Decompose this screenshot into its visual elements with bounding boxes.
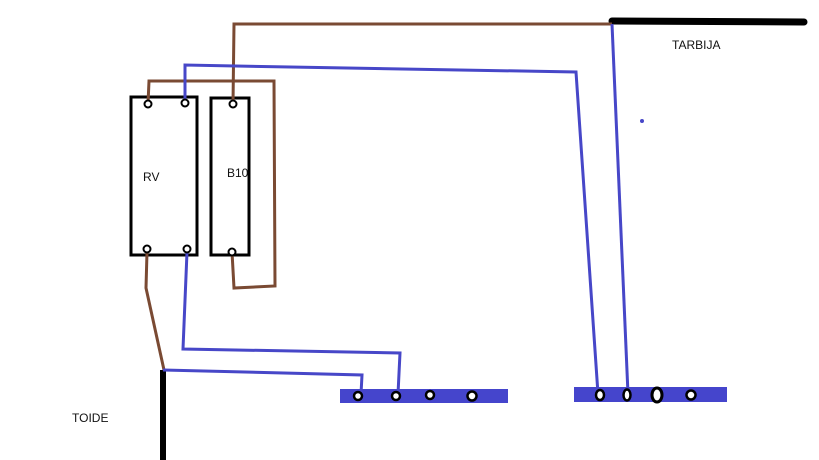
blue-wire-tarbija-to-terminal-right bbox=[610, 23, 630, 395]
toide-label: TOIDE bbox=[72, 411, 109, 425]
terminal-right-screw-3 bbox=[650, 386, 664, 404]
b10-terminal-top bbox=[228, 99, 238, 109]
tarbija-bar bbox=[608, 17, 808, 26]
rv-terminal-bottom-right bbox=[182, 244, 192, 254]
blue-wire-rv-to-terminal-right bbox=[183, 63, 600, 395]
brown-wire-b10-to-tarbija bbox=[231, 22, 612, 105]
tarbija-label: TARBIJA bbox=[672, 38, 721, 52]
blue-wire-toide-to-terminal-left bbox=[162, 368, 364, 395]
b10-label: B10 bbox=[227, 166, 249, 180]
rv-terminal-bottom-left bbox=[142, 244, 152, 254]
terminal-strip-left bbox=[340, 389, 508, 403]
terminal-left-screw-1 bbox=[352, 390, 364, 402]
brown-wire-rv-to-b10-bottom bbox=[146, 79, 277, 290]
terminal-left-screw-3 bbox=[424, 389, 436, 401]
blue-wire-rv-to-terminal-left bbox=[181, 251, 402, 395]
stray-dot bbox=[640, 119, 644, 123]
terminal-left-screw-4 bbox=[466, 390, 478, 402]
terminal-right-screw-4 bbox=[685, 389, 697, 401]
terminal-left-screw-2 bbox=[390, 390, 402, 402]
rv-terminal-top-right bbox=[180, 98, 190, 108]
brown-wire-rv-to-toide bbox=[144, 251, 166, 371]
rv-label: RV bbox=[143, 170, 160, 184]
rv-terminal-top-left bbox=[143, 99, 153, 109]
terminal-right-screw-2 bbox=[622, 388, 632, 402]
b10-terminal-bottom bbox=[227, 247, 237, 257]
terminal-right-screw-1 bbox=[594, 388, 606, 402]
rv-box bbox=[129, 95, 199, 257]
